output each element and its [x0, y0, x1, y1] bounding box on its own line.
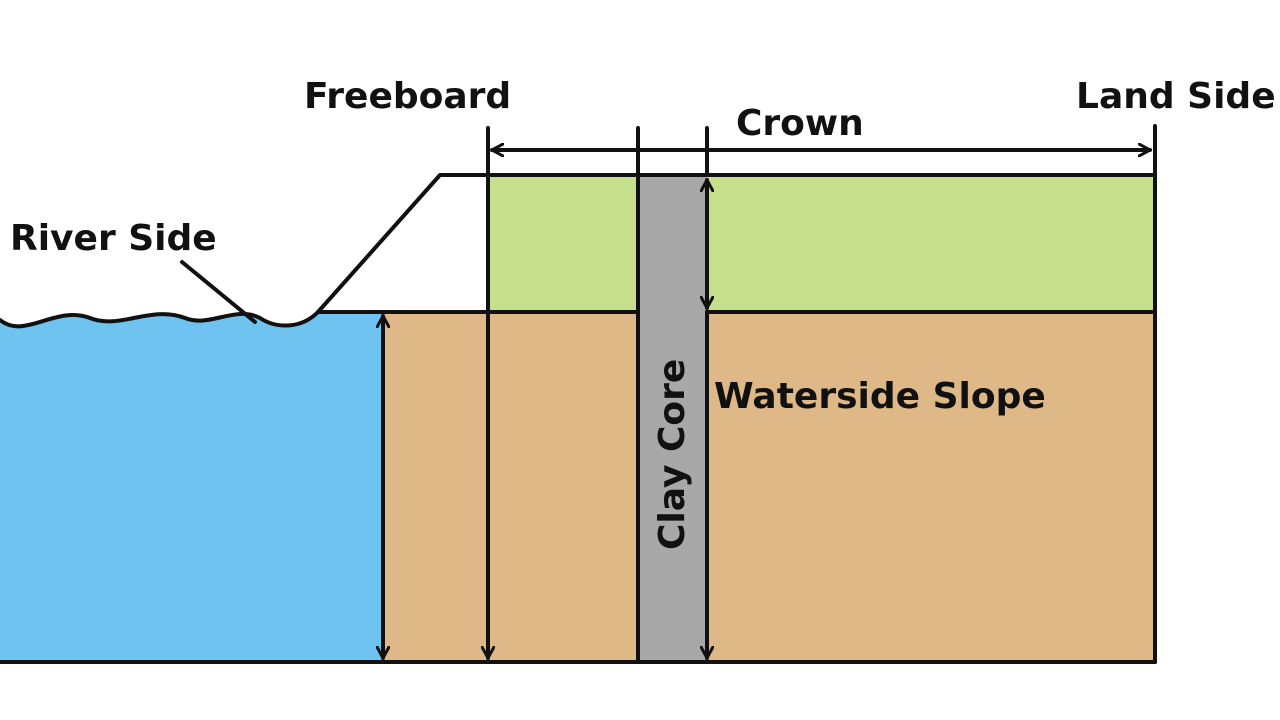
clay-core-label: Clay Core	[652, 359, 693, 550]
crown-layer-right	[707, 175, 1155, 312]
land-side-label: Land Side	[1076, 76, 1276, 117]
crown-label: Crown	[736, 103, 864, 144]
river-side-label: River Side	[10, 218, 217, 259]
water-surface-line	[0, 310, 320, 329]
dimension-group	[180, 126, 1152, 660]
waterside-slope-label: Waterside Slope	[714, 376, 1046, 417]
clay-core	[638, 175, 707, 662]
river-side-leader	[180, 260, 257, 324]
outline-group	[0, 124, 1157, 664]
freeboard-label: Freeboard	[304, 76, 511, 117]
riverside-slope-line	[316, 173, 1157, 314]
river-water	[0, 312, 383, 662]
crown-layer-left	[488, 175, 638, 312]
embankment-fill	[383, 312, 1155, 662]
